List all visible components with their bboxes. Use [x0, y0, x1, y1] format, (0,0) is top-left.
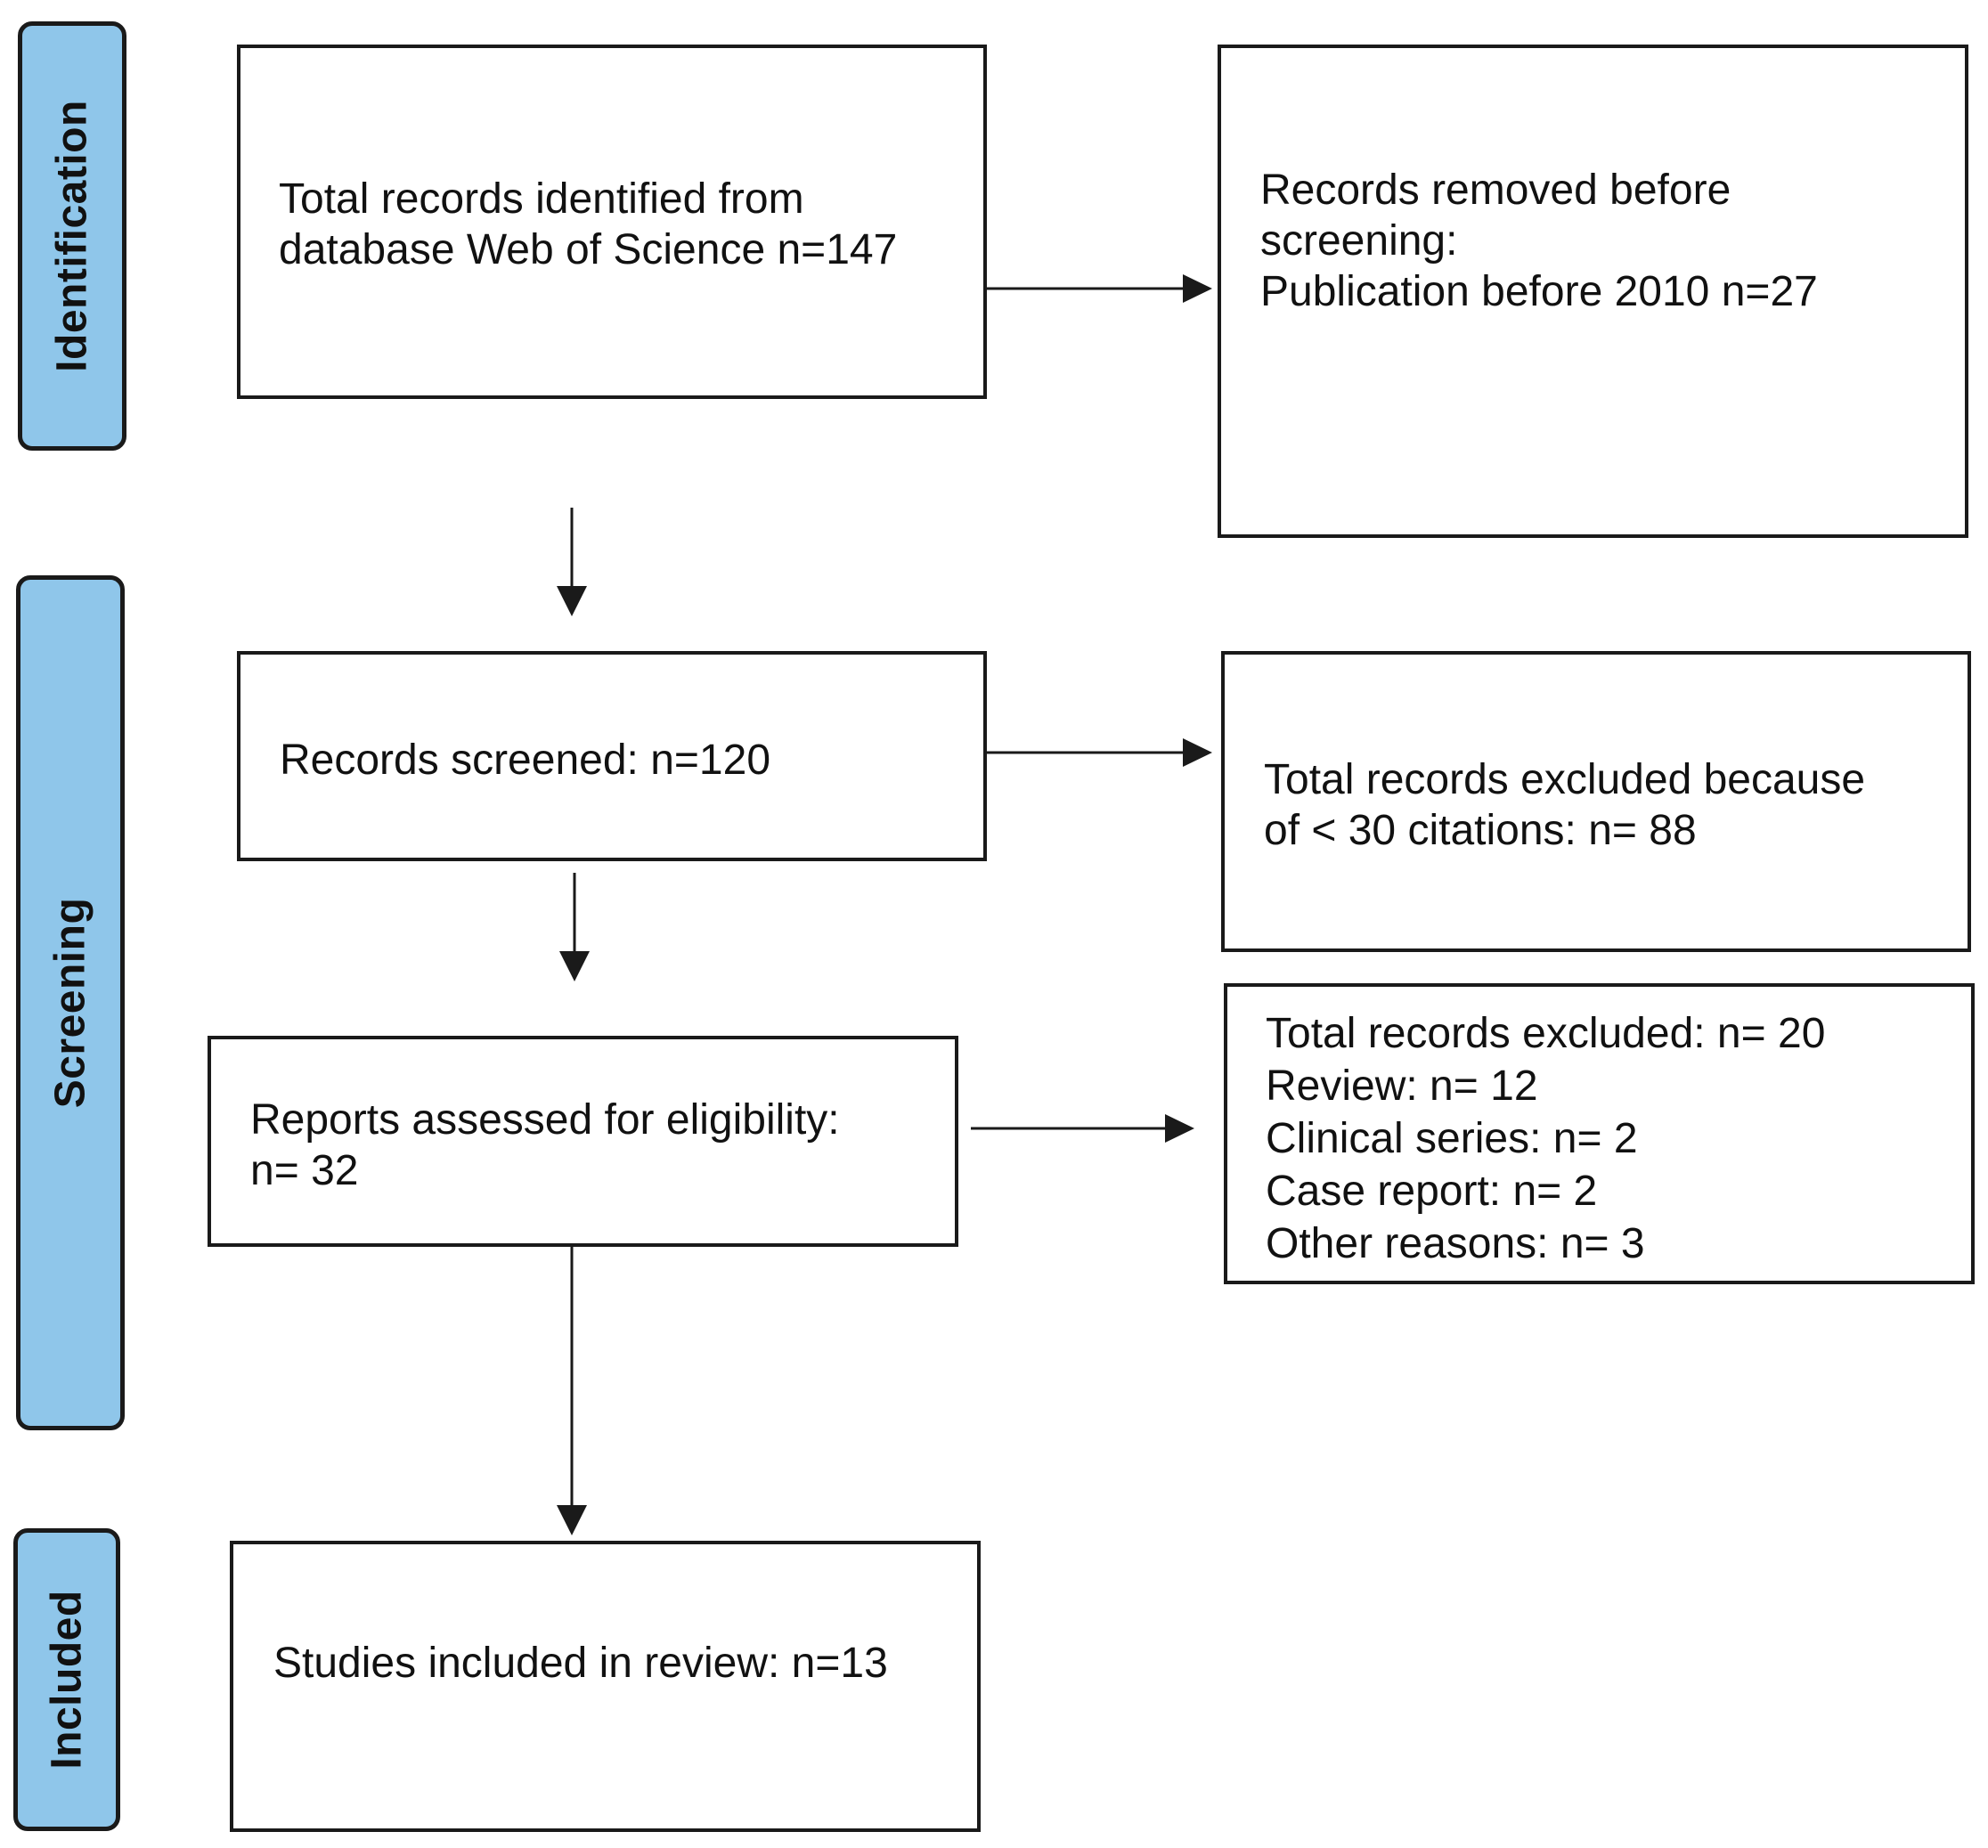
included-line-1: Studies included in review: n=13 — [273, 1640, 888, 1687]
arrowhead-excluded-reasons — [1165, 1114, 1194, 1143]
assessed-line-1: Reports assessed for eligibility: — [250, 1096, 840, 1144]
excluded-reasons-line-2: Review: n= 12 — [1266, 1062, 1538, 1110]
box-studies-included: Studies included in review: n=13 — [230, 1541, 981, 1832]
box-reports-assessed: Reports assessed for eligibility: n= 32 — [208, 1036, 958, 1247]
removed-line-1: Records removed before — [1260, 167, 1731, 214]
excluded-reasons-line-3: Clinical series: n= 2 — [1266, 1115, 1638, 1162]
phase-screening: Screening — [16, 575, 125, 1430]
box-records-removed: Records removed before screening: Public… — [1218, 45, 1968, 538]
box-records-identified: Total records identified from database W… — [237, 45, 987, 399]
identified-line-2: database Web of Science n=147 — [279, 226, 898, 273]
excluded-reasons-line-4: Case report: n= 2 — [1266, 1168, 1598, 1215]
excluded-reasons-line-5: Other reasons: n= 3 — [1266, 1220, 1645, 1267]
identified-line-1: Total records identified from — [279, 175, 804, 223]
arrowhead-included — [557, 1505, 587, 1535]
arrowhead-excluded-citations — [1183, 738, 1212, 767]
excluded-citations-line-2: of < 30 citations: n= 88 — [1264, 807, 1697, 854]
phase-identification: Identification — [18, 21, 126, 451]
removed-line-3: Publication before 2010 n=27 — [1260, 268, 1818, 315]
phase-included: Included — [13, 1528, 120, 1831]
removed-line-2: screening: — [1260, 217, 1458, 265]
box-excluded-citations: Total records excluded because of < 30 c… — [1221, 651, 1971, 952]
excluded-reasons-line-1: Total records excluded: n= 20 — [1266, 1010, 1826, 1057]
arrowhead-screened — [557, 586, 587, 616]
assessed-line-2: n= 32 — [250, 1147, 359, 1194]
box-records-screened: Records screened: n=120 — [237, 651, 987, 861]
excluded-citations-line-1: Total records excluded because — [1264, 756, 1866, 803]
box-excluded-reasons: Total records excluded: n= 20 Review: n=… — [1224, 983, 1975, 1284]
arrowhead-assessed — [559, 951, 590, 981]
screened-line-1: Records screened: n=120 — [280, 737, 771, 784]
arrowhead-removed — [1183, 274, 1212, 303]
